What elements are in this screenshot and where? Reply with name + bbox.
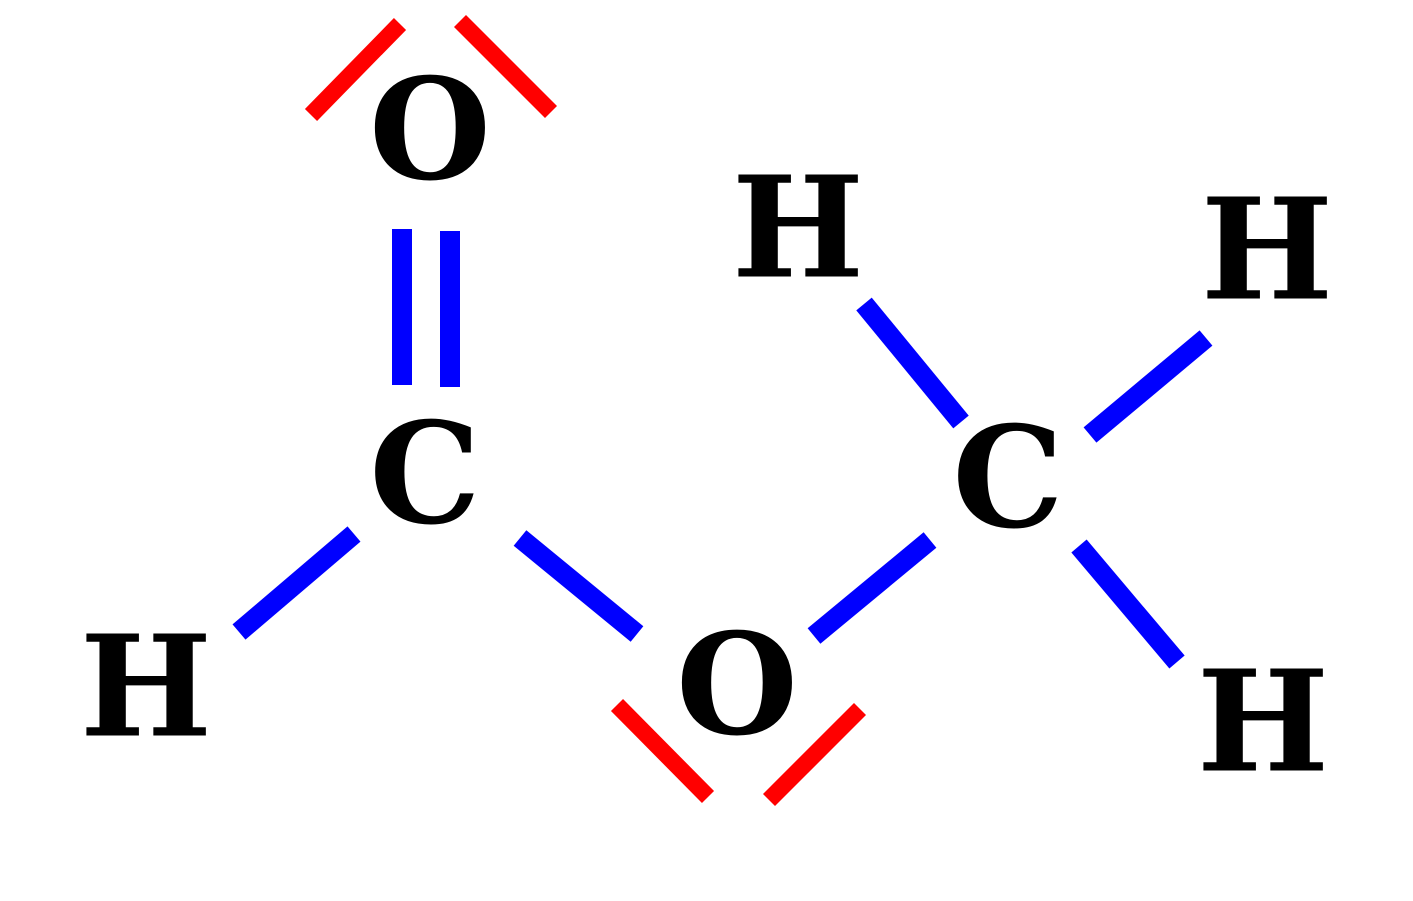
- bonds: [232, 229, 1213, 669]
- atom-carbonyl-oxygen: O: [369, 49, 491, 213]
- atom-methyl-hydrogen-top-right: H: [1201, 169, 1333, 333]
- single-bond: [513, 530, 644, 642]
- atom-methyl-hydrogen-bottom-right: H: [1197, 641, 1329, 805]
- single-bond: [856, 297, 969, 429]
- lone-pairs: [304, 14, 867, 807]
- atom-carbonyl-carbon: C: [369, 393, 480, 557]
- atoms: O C H O C H H H: [80, 49, 1333, 805]
- lone-pair-stroke: [762, 702, 867, 807]
- atom-ester-oxygen: O: [676, 604, 798, 768]
- lone-pair-stroke: [304, 18, 407, 121]
- single-bond: [1071, 539, 1185, 669]
- atom-methyl-hydrogen-top-left: H: [732, 147, 864, 311]
- lone-pair-stroke: [610, 699, 715, 803]
- single-bond: [1083, 330, 1213, 443]
- single-bond: [232, 526, 361, 640]
- lone-pair-stroke: [453, 14, 558, 119]
- atom-methyl-carbon: C: [952, 397, 1063, 561]
- atom-formyl-hydrogen: H: [80, 606, 212, 770]
- single-bond: [807, 532, 937, 644]
